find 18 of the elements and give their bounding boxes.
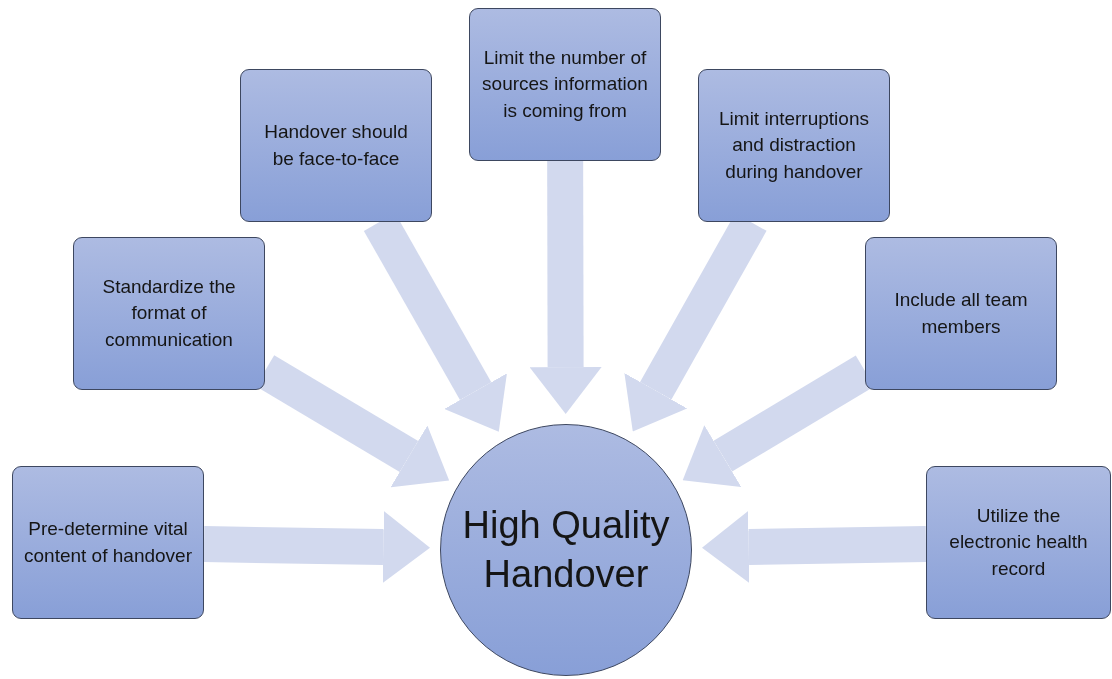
practice-text: Limit interruptions and distraction during handover bbox=[718, 107, 870, 184]
practice-box bbox=[698, 69, 890, 222]
practice-text: Limit the number of sources information is coming from bbox=[481, 46, 649, 123]
practice-text: Include all team members bbox=[893, 288, 1029, 339]
practice-text: Handover should be face-to-face bbox=[263, 120, 409, 171]
practice-box bbox=[12, 466, 204, 619]
practice-text: Standardize the format of communication bbox=[101, 275, 237, 352]
practice-box bbox=[469, 8, 661, 161]
practice-text: Utilize the electronic health record bbox=[948, 504, 1089, 581]
block-arrow bbox=[529, 160, 602, 414]
goal-text: High Quality Handover bbox=[461, 502, 671, 597]
practice-box bbox=[240, 69, 432, 222]
practice-box bbox=[926, 466, 1111, 619]
block-arrow bbox=[203, 511, 430, 583]
practice-box bbox=[73, 237, 265, 390]
practice-box bbox=[865, 237, 1057, 390]
block-arrow bbox=[702, 511, 927, 583]
practice-text: Pre-determine vital content of handover bbox=[23, 517, 193, 568]
